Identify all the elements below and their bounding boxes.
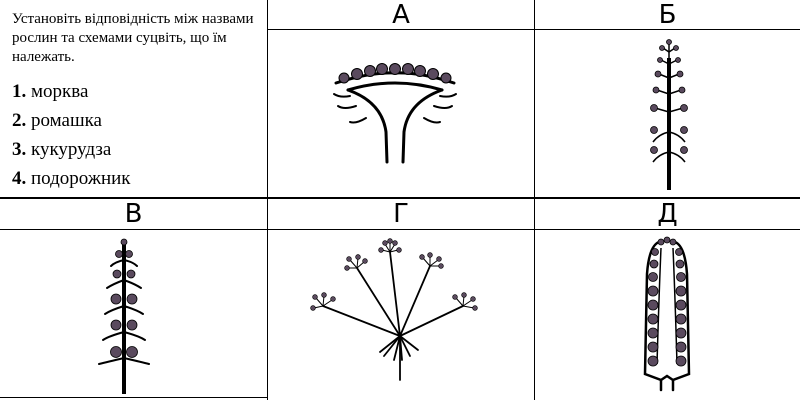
row-divider [0, 197, 800, 199]
cell-letter-a: А [392, 0, 410, 30]
column-divider [267, 0, 268, 400]
row-divider [0, 397, 268, 398]
task-text: Установіть відповідність між назвами рос… [12, 11, 254, 65]
task-statement: Установіть відповідність між назвами рос… [12, 10, 262, 193]
plant-options-list: 1. морква 2. ромашка 3. кукурудза 4. под… [12, 77, 262, 193]
raceme-inflorescence-icon [98, 238, 150, 394]
compound-umbel-inflorescence-icon [310, 238, 478, 381]
spike-inflorescence-icon [650, 39, 688, 190]
capitulum-inflorescence-icon [333, 63, 457, 164]
option-number: 3. [12, 139, 27, 160]
option-label: морква [31, 81, 89, 102]
option-number: 1. [12, 81, 27, 102]
option-number: 4. [12, 168, 27, 189]
plant-option: 1. морква [12, 77, 262, 106]
option-label: кукурудза [31, 139, 112, 160]
cell-letter-h: Г [393, 199, 409, 229]
option-label: подорожник [31, 168, 131, 189]
cell-letter-d: Д [657, 199, 678, 229]
option-number: 2. [12, 110, 27, 131]
plant-option: 4. подорожник [12, 164, 262, 193]
option-label: ромашка [31, 110, 102, 131]
cob-inflorescence-icon [643, 236, 691, 392]
cell-letter-b: Б [658, 0, 677, 30]
cell-letter-v: В [124, 199, 143, 229]
row-divider [0, 229, 800, 230]
plant-option: 3. кукурудза [12, 135, 262, 164]
column-divider [534, 0, 535, 400]
plant-option: 2. ромашка [12, 106, 262, 135]
